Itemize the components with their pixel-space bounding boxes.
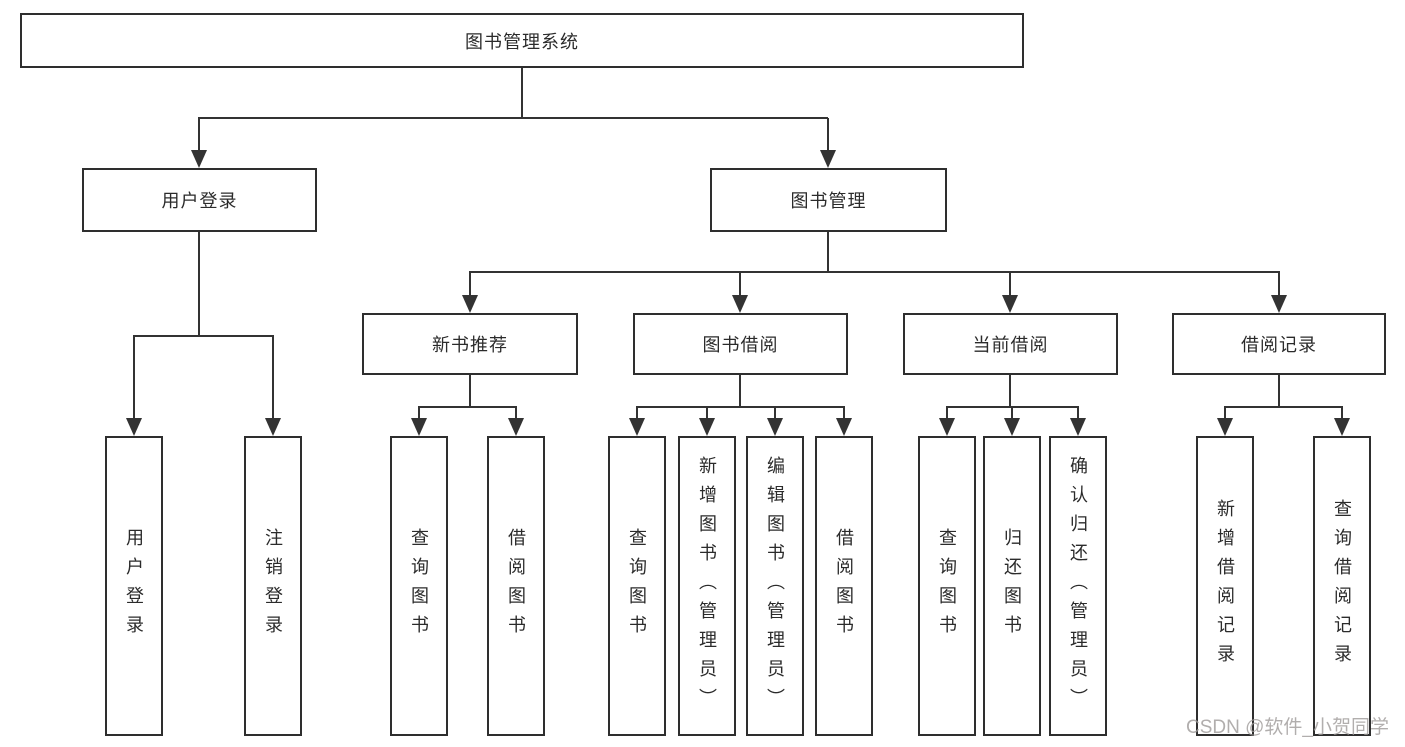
connector-line-v — [515, 407, 517, 420]
connector-line-v — [1224, 407, 1226, 420]
connector-line-v — [418, 407, 420, 420]
arrowhead-down-icon — [191, 150, 207, 168]
connector-line-h — [418, 406, 517, 408]
connector-line-v — [706, 407, 708, 420]
connector-line-v — [1077, 407, 1079, 420]
leaf-user-login: 用户登录 — [105, 436, 163, 736]
leaf-label: 查询借阅记录 — [1332, 499, 1352, 673]
arrowhead-down-icon — [126, 418, 142, 436]
connector-line-h — [133, 335, 274, 337]
arrowhead-down-icon — [732, 295, 748, 313]
leaf-label: 新增图书（管理员） — [697, 455, 717, 717]
leaf-current-confirm-return-admin: 确认归还（管理员） — [1049, 436, 1107, 736]
connector-line-v — [1009, 375, 1011, 408]
leaf-borrowing-edit-books-admin: 编辑图书（管理员） — [746, 436, 804, 736]
arrowhead-down-icon — [1217, 418, 1233, 436]
leaf-label: 借阅图书 — [834, 528, 854, 644]
leaf-logout: 注销登录 — [244, 436, 302, 736]
arrowhead-down-icon — [265, 418, 281, 436]
arrowhead-down-icon — [629, 418, 645, 436]
connector-line-v — [1278, 272, 1280, 297]
connector-line-v — [1278, 375, 1280, 408]
node-library-management-system: 图书管理系统 — [20, 13, 1024, 68]
node-borrowing-records: 借阅记录 — [1172, 313, 1386, 375]
leaf-current-query-books: 查询图书 — [918, 436, 976, 736]
connector-line-v — [469, 272, 471, 297]
connector-line-v — [827, 232, 829, 273]
connector-line-v — [636, 407, 638, 420]
node-book-borrowing: 图书借阅 — [633, 313, 848, 375]
connector-line-h — [469, 271, 1280, 273]
arrowhead-down-icon — [462, 295, 478, 313]
leaf-records-add-borrow-record: 新增借阅记录 — [1196, 436, 1254, 736]
node-label: 图书管理 — [790, 191, 867, 211]
arrowhead-down-icon — [939, 418, 955, 436]
leaf-recommend-query-books: 查询图书 — [390, 436, 448, 736]
leaf-records-query-borrow-record: 查询借阅记录 — [1313, 436, 1371, 736]
leaf-label: 用户登录 — [124, 528, 144, 644]
leaf-label: 注销登录 — [263, 528, 283, 644]
connector-line-h — [1224, 406, 1343, 408]
connector-line-h — [636, 406, 845, 408]
leaf-label: 借阅图书 — [506, 528, 526, 644]
node-label: 当前借阅 — [972, 335, 1049, 355]
leaf-label: 查询图书 — [627, 528, 647, 644]
leaf-label: 查询图书 — [409, 528, 429, 644]
leaf-current-return-books: 归还图书 — [983, 436, 1041, 736]
connector-line-v — [198, 232, 200, 337]
arrowhead-down-icon — [1004, 418, 1020, 436]
connector-line-h — [198, 117, 828, 119]
connector-line-v — [739, 375, 741, 408]
connector-line-v — [827, 118, 829, 152]
connector-line-v — [521, 68, 523, 118]
node-label: 图书管理系统 — [465, 31, 579, 52]
arrowhead-down-icon — [1002, 295, 1018, 313]
node-current-borrowing: 当前借阅 — [903, 313, 1118, 375]
arrowhead-down-icon — [820, 150, 836, 168]
connector-line-v — [133, 336, 135, 420]
arrowhead-down-icon — [1334, 418, 1350, 436]
node-label: 图书借阅 — [702, 335, 779, 355]
node-book-management: 图书管理 — [710, 168, 947, 232]
leaf-label: 新增借阅记录 — [1215, 499, 1235, 673]
leaf-label: 归还图书 — [1002, 528, 1022, 644]
arrowhead-down-icon — [1070, 418, 1086, 436]
connector-line-v — [946, 407, 948, 420]
arrowhead-down-icon — [411, 418, 427, 436]
connector-line-v — [1011, 407, 1013, 420]
connector-line-v — [272, 336, 274, 420]
connector-line-v — [774, 407, 776, 420]
connector-line-v — [1009, 272, 1011, 297]
leaf-label: 确认归还（管理员） — [1068, 455, 1088, 717]
arrowhead-down-icon — [767, 418, 783, 436]
csdn-watermark: CSDN @软件_小贺同学 — [1186, 717, 1389, 738]
connector-line-v — [198, 118, 200, 152]
connector-line-v — [843, 407, 845, 420]
arrowhead-down-icon — [1271, 295, 1287, 313]
arrowhead-down-icon — [699, 418, 715, 436]
leaf-label: 查询图书 — [937, 528, 957, 644]
arrowhead-down-icon — [836, 418, 852, 436]
node-new-book-recommend: 新书推荐 — [362, 313, 578, 375]
leaf-recommend-borrow-books: 借阅图书 — [487, 436, 545, 736]
leaf-borrowing-borrow-books: 借阅图书 — [815, 436, 873, 736]
connector-line-v — [469, 375, 471, 408]
node-user-login: 用户登录 — [82, 168, 317, 232]
leaf-borrowing-add-books-admin: 新增图书（管理员） — [678, 436, 736, 736]
leaf-label: 编辑图书（管理员） — [765, 455, 785, 717]
connector-line-v — [1341, 407, 1343, 420]
node-label: 借阅记录 — [1241, 335, 1317, 355]
leaf-borrowing-query-books: 查询图书 — [608, 436, 666, 736]
node-label: 用户登录 — [161, 191, 238, 211]
node-label: 新书推荐 — [432, 335, 508, 355]
arrowhead-down-icon — [508, 418, 524, 436]
connector-line-v — [739, 272, 741, 297]
